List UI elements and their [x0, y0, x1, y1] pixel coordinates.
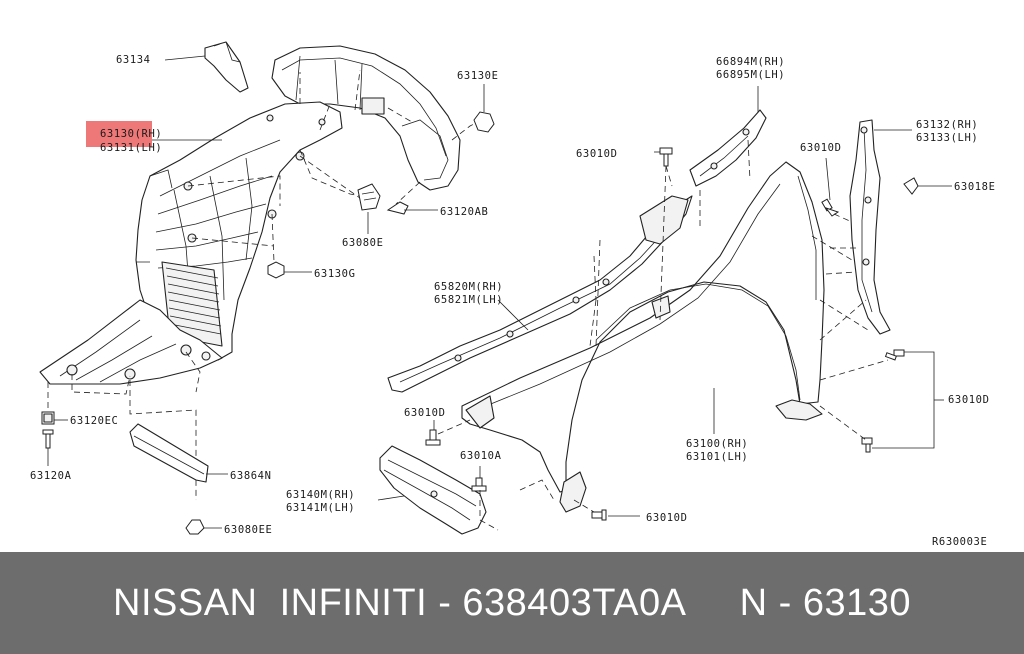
part-63864n-strip: [129, 423, 228, 483]
label-63010d-bottom: 63010D: [646, 512, 688, 524]
label-63131-lh: 63131(LH): [100, 142, 162, 154]
parts-diagram: 63134 63130(RH) 63131(LH) 63130E 63010D …: [30, 41, 996, 548]
part-number-banner: NISSAN INFINITI - 638403TA0A N - 63130: [0, 552, 1024, 654]
label-63010a: 63010A: [460, 450, 502, 462]
label-63141m: 63141M(LH): [286, 502, 355, 514]
label-63864n: 63864N: [230, 470, 272, 482]
part-63100-front-fender: [461, 161, 825, 513]
label-63130e: 63130E: [457, 70, 499, 82]
label-63018e: 63018E: [954, 181, 996, 193]
part-66894m-bracket: [689, 86, 767, 187]
label-65821m: 65821M(LH): [434, 294, 503, 306]
label-63120ab: 63120AB: [440, 206, 488, 218]
part-63132-stay: [849, 119, 912, 335]
label-63010d-left: 63010D: [404, 407, 446, 419]
bolt-63010d-bottom: [573, 499, 640, 521]
fastener-63120ab: [386, 201, 438, 215]
banner-text: NISSAN INFINITI - 638403TA0A N - 63130: [113, 581, 911, 624]
label-63101: 63101(LH): [686, 451, 748, 463]
fastener-63130e: [473, 84, 495, 133]
fastener-63080ee: [185, 519, 222, 535]
label-63132: 63132(RH): [916, 119, 978, 131]
part-63140m-bracket: [377, 445, 487, 535]
fastener-63080e: [357, 183, 381, 234]
label-63130-rh: 63130(RH): [100, 128, 162, 140]
part-63134-bracket: [164, 41, 249, 93]
bolt-63010d-upper: [595, 147, 673, 347]
part-63130-fender-liner: [39, 45, 461, 385]
label-63120ec: 63120EC: [70, 415, 118, 427]
label-63080e: 63080E: [342, 237, 384, 249]
label-66895m: 66895M(LH): [716, 69, 785, 81]
label-63100: 63100(RH): [686, 438, 748, 450]
fastener-63120a: [42, 429, 54, 466]
highlight-box: [86, 121, 152, 147]
label-63133: 63133(LH): [916, 132, 978, 144]
label-63010d-right: 63010D: [948, 394, 990, 406]
label-63120a: 63120A: [30, 470, 72, 482]
diagram-canvas: 63134 63130(RH) 63131(LH) 63130E 63010D …: [30, 41, 996, 548]
bolt-63010a: [471, 466, 555, 531]
label-63010d-upper: 63010D: [576, 148, 618, 160]
fastener-63130g: [267, 261, 312, 279]
label-66894m: 66894M(RH): [716, 56, 785, 68]
label-63130g: 63130G: [314, 268, 356, 280]
fender-connection-lines: [589, 139, 867, 347]
bolt-63018e: [903, 177, 952, 195]
liner-connection-lines: [47, 69, 483, 500]
label-63010d-top-right: 63010D: [800, 142, 842, 154]
label-63134: 63134: [116, 54, 151, 66]
bolt-63010d-left: [425, 419, 471, 446]
fastener-63120ec: [41, 411, 68, 425]
label-65820m: 65820M(RH): [434, 281, 503, 293]
reference-code: R630003E: [932, 536, 987, 548]
label-63080ee: 63080EE: [224, 524, 272, 536]
bolt-63010d-right: [819, 349, 944, 453]
label-63140m: 63140M(RH): [286, 489, 355, 501]
